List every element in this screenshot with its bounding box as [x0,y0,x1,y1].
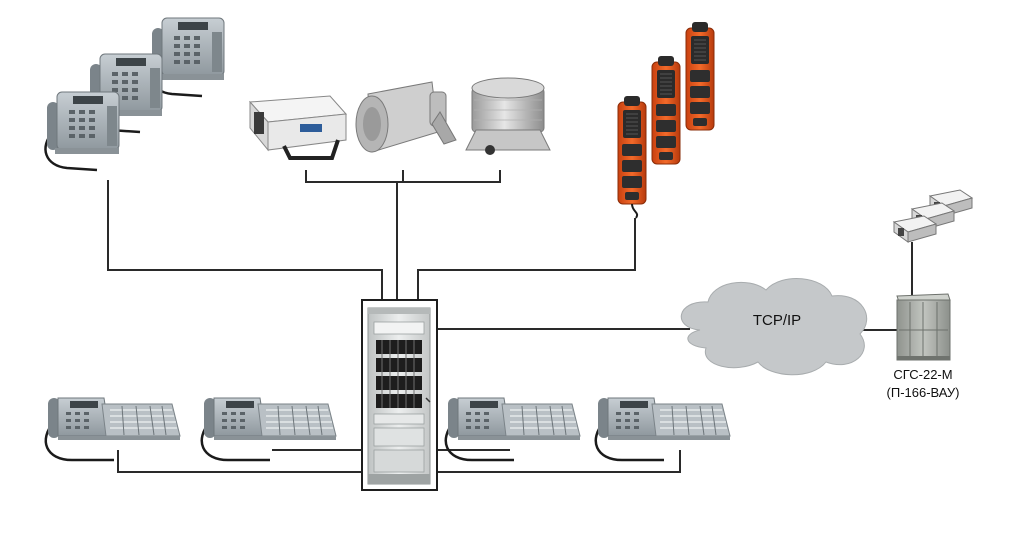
loudspeaker-group [248,77,551,160]
rack-frame [361,299,438,491]
projector-speaker-icon [248,95,348,160]
horn-speaker-icon [355,81,457,153]
station-model-label: (П-166-ВАУ) [886,385,960,400]
cylinder-speaker-icon [465,77,551,155]
remote-speaker-group [893,189,973,243]
industrial-intercom-icon [651,55,681,165]
cloud-icon [681,278,868,376]
industrial-intercom-icon [685,21,715,131]
desk-phone-icon [44,90,121,172]
intercom-group [617,21,715,219]
station-name-label: СГС-22-М [893,367,953,382]
central-rack [361,299,438,491]
console-phone-icon [594,396,732,462]
cloud-label: TCP/IP [752,312,802,329]
cabinet-icon [896,293,951,361]
desk-phone-group [44,16,226,172]
projector-speaker-icon [893,215,937,243]
server-rack-icon [367,307,431,485]
industrial-intercom-icon [617,95,647,205]
console-phone-icon [44,396,182,462]
